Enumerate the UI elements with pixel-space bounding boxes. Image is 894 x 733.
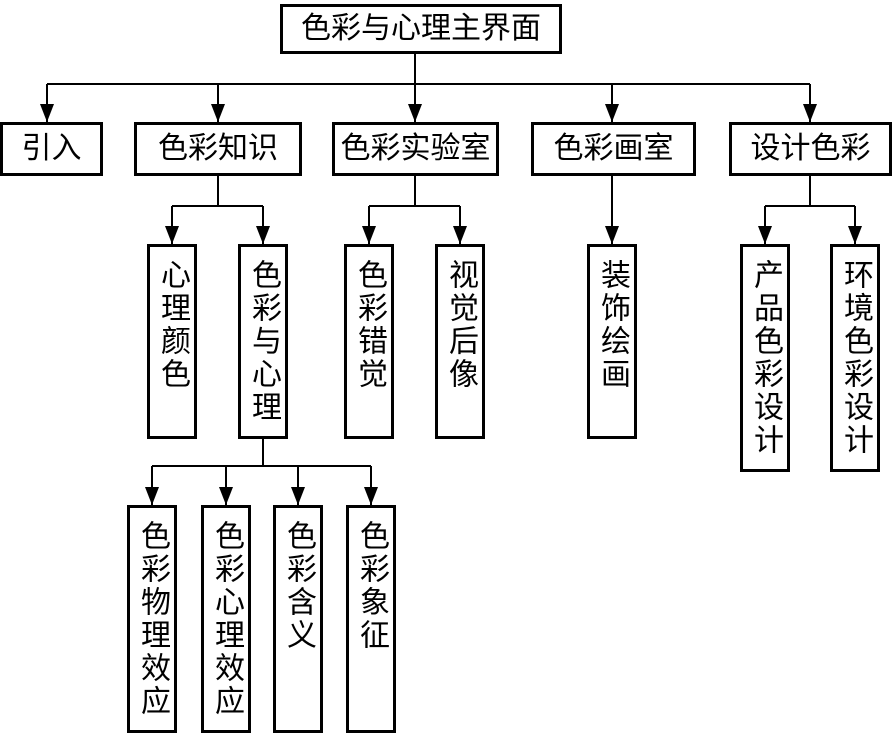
arrowhead [758, 226, 772, 244]
arrowhead [145, 487, 159, 505]
node-label: 装饰绘画 [595, 259, 630, 391]
node-shijue-houxiang: 视觉后像 [435, 244, 485, 439]
node-secai-cuojue: 色彩错觉 [344, 244, 394, 439]
arrowhead [219, 487, 233, 505]
node-label: 色彩心理效应 [209, 520, 244, 718]
node-secai-xiangzheng: 色彩象征 [346, 505, 396, 733]
arrowhead [291, 487, 305, 505]
node-label: 色彩与心理主界面 [301, 11, 541, 46]
node-label: 色彩物理效应 [135, 520, 170, 718]
node-secai-zhishi: 色彩知识 [134, 122, 302, 176]
arrowhead [605, 104, 619, 122]
node-label: 视觉后像 [443, 259, 478, 391]
arrowhead [256, 226, 270, 244]
root-node: 色彩与心理主界面 [280, 4, 562, 54]
arrowhead [364, 487, 378, 505]
arrowhead [453, 226, 467, 244]
arrowhead [362, 226, 376, 244]
node-label: 心理颜色 [155, 259, 190, 391]
node-secai-shiyanshi: 色彩实验室 [332, 122, 499, 176]
node-huanjing-secai-sheji: 环境色彩设计 [830, 244, 880, 472]
node-secai-hanyi: 色彩含义 [273, 505, 323, 733]
node-secai-wuli-xiaoying: 色彩物理效应 [127, 505, 177, 733]
node-label: 色彩象征 [354, 520, 389, 652]
node-label: 色彩实验室 [340, 131, 491, 166]
node-chanpin-secai-sheji: 产品色彩设计 [740, 244, 790, 472]
arrowhead [803, 104, 817, 122]
node-label: 环境色彩设计 [838, 259, 873, 457]
arrowhead [408, 104, 422, 122]
node-secai-yu-xinli: 色彩与心理 [238, 244, 288, 439]
node-label: 引入 [21, 131, 82, 166]
node-secai-xinli-xiaoying: 色彩心理效应 [201, 505, 251, 733]
arrowhead [605, 226, 619, 244]
arrowhead [211, 104, 225, 122]
node-yinru: 引入 [0, 122, 103, 176]
node-label: 色彩与心理 [246, 259, 281, 424]
node-label: 色彩错觉 [352, 259, 387, 391]
node-label: 色彩知识 [158, 131, 278, 166]
node-label: 色彩画室 [553, 131, 674, 166]
arrowhead [40, 104, 54, 122]
node-xinli-yanse: 心理颜色 [147, 244, 197, 439]
node-sheji-secai: 设计色彩 [729, 122, 892, 176]
arrowhead [848, 226, 862, 244]
node-secai-huashi: 色彩画室 [531, 122, 696, 176]
node-label: 色彩含义 [281, 520, 316, 652]
node-label: 产品色彩设计 [748, 259, 783, 457]
arrowhead [165, 226, 179, 244]
node-zhuangshi-huihua: 装饰绘画 [587, 244, 637, 439]
node-label: 设计色彩 [750, 131, 871, 166]
